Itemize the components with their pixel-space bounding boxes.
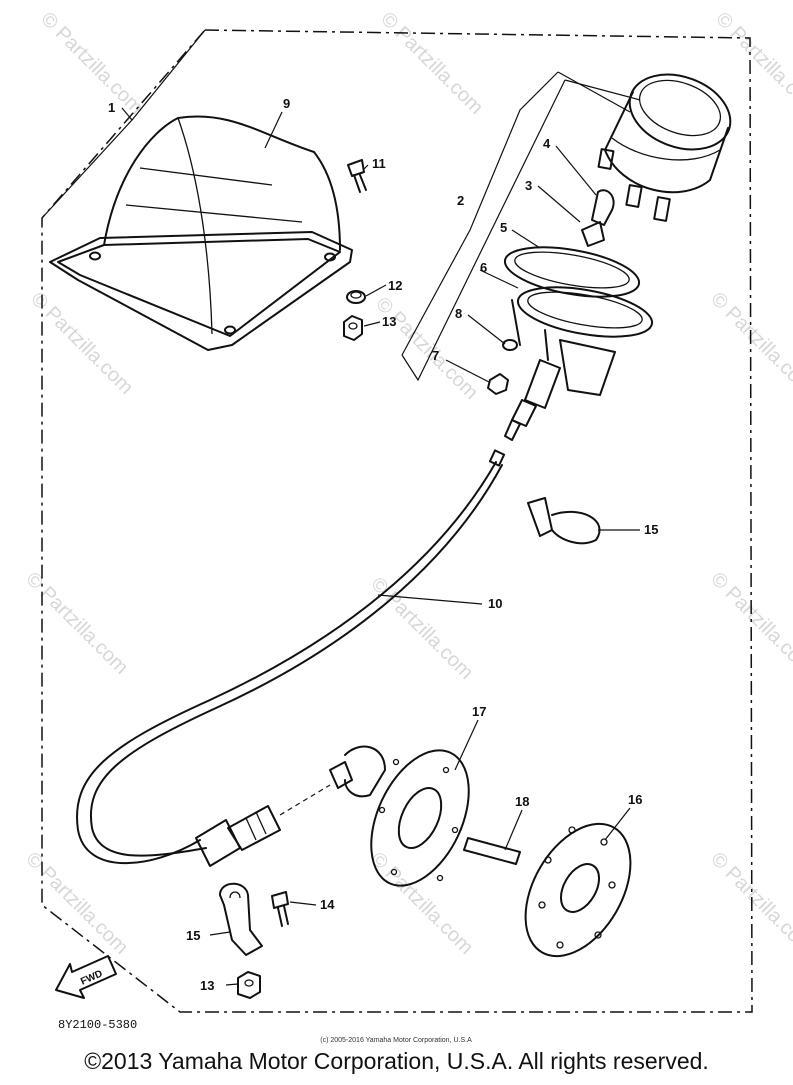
watermark-text: © Partzilla.com — [26, 288, 137, 399]
small-copyright: (c) 2005-2016 Yamaha Motor Corporation, … — [320, 1037, 472, 1044]
watermark-text: © Partzilla.com — [366, 573, 477, 684]
watermark-text: © Partzilla.com — [706, 288, 793, 399]
watermark-text: © Partzilla.com — [366, 848, 477, 959]
speedometer-meter — [597, 73, 732, 222]
speedometer-cable — [76, 449, 506, 867]
callout-9: 9 — [283, 96, 290, 111]
nut-13-upper — [343, 315, 363, 341]
callout-11: 11 — [372, 156, 386, 171]
callout-15-upper: 15 — [644, 522, 658, 537]
callout-6: 6 — [480, 260, 487, 275]
callout-5: 5 — [500, 220, 507, 235]
watermark-text: © Partzilla.com — [706, 568, 793, 679]
callout-16: 16 — [628, 792, 642, 807]
callout-layer: 1 9 11 12 13 4 3 2 5 6 8 7 15 10 17 18 1… — [108, 96, 658, 993]
watermark-layer: © Partzilla.com © Partzilla.com © Partzi… — [21, 8, 793, 959]
leader-lines — [41, 29, 641, 986]
bolt-11 — [347, 159, 367, 193]
callout-10: 10 — [488, 596, 502, 611]
nut-13-lower — [237, 971, 261, 999]
callout-15-lower: 15 — [186, 928, 200, 943]
callout-13-upper: 13 — [382, 314, 396, 329]
callout-7: 7 — [432, 348, 439, 363]
watermark-text: © Partzilla.com — [21, 848, 132, 959]
grommet-12 — [346, 290, 366, 304]
callout-14: 14 — [320, 897, 335, 912]
drive-plate-16 — [524, 822, 632, 958]
callout-4: 4 — [543, 136, 551, 151]
watermark-text: © Partzilla.com — [706, 848, 793, 959]
drawing-code: 8Y2100-5380 — [58, 1018, 137, 1032]
meter-bulb — [581, 189, 615, 247]
callout-17: 17 — [472, 704, 486, 719]
callout-1: 1 — [108, 100, 115, 115]
meter-bracket — [504, 339, 616, 441]
callout-8: 8 — [455, 306, 462, 321]
watermark-text: © Partzilla.com — [376, 8, 487, 119]
meter-cover — [49, 115, 353, 351]
washer-8 — [502, 339, 518, 351]
callout-2: 2 — [457, 193, 464, 208]
pin-18 — [463, 837, 521, 865]
damper-rings — [503, 246, 654, 361]
callout-13-lower: 13 — [200, 978, 214, 993]
nut-7 — [487, 373, 509, 395]
forward-arrow: FWD — [55, 955, 117, 999]
callout-12: 12 — [388, 278, 402, 293]
watermark-text: © Partzilla.com — [36, 8, 147, 119]
cable-clamp-15-upper — [527, 497, 601, 545]
callout-18: 18 — [515, 794, 529, 809]
footer-copyright: ©2013 Yamaha Motor Corporation, U.S.A. A… — [84, 1048, 709, 1074]
callout-3: 3 — [525, 178, 532, 193]
screw-14 — [271, 891, 289, 927]
watermark-text: © Partzilla.com — [21, 568, 132, 679]
cable-clamp-15-lower — [219, 882, 263, 956]
gear-unit-17 — [329, 745, 470, 887]
